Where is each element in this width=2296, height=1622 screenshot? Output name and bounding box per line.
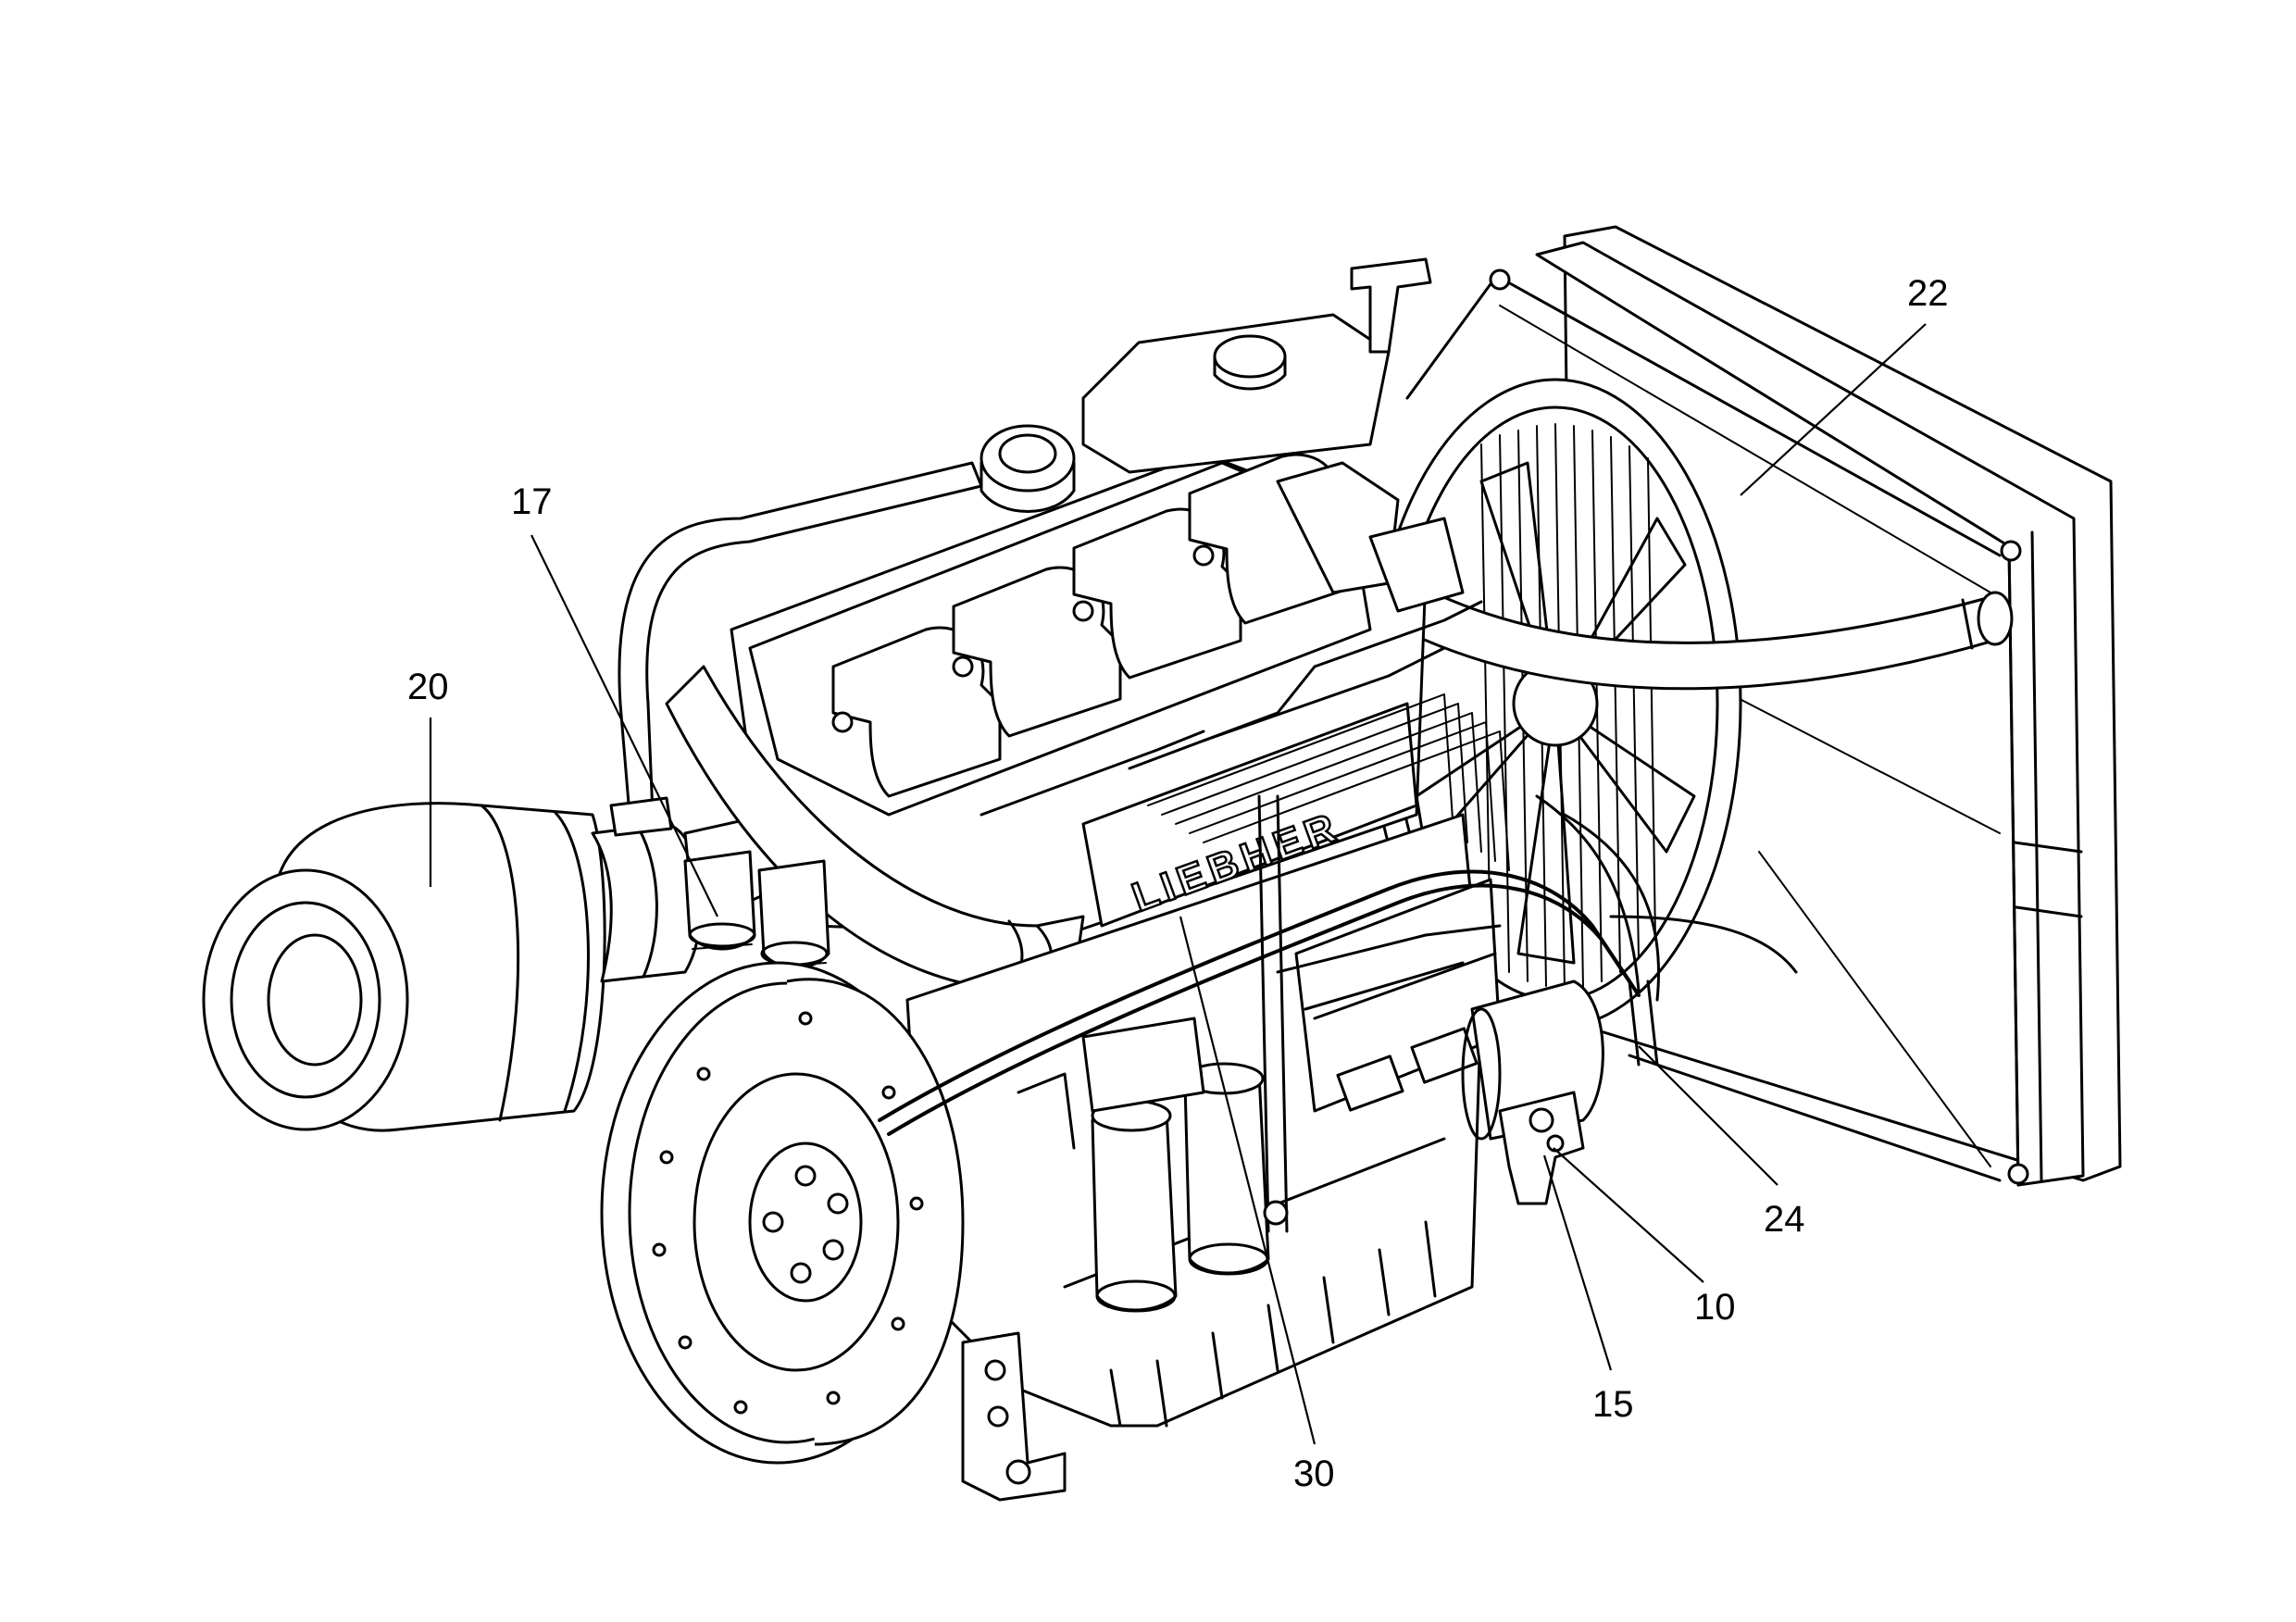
callout-17: 17 (511, 481, 553, 522)
thermostat-housing (1081, 257, 1432, 474)
leader-lines (429, 323, 1927, 1445)
air-filter (202, 794, 863, 1132)
wiring-harness (878, 794, 1798, 1233)
engine-mount-front (961, 1331, 1067, 1502)
flywheel (600, 961, 965, 1465)
callout-15: 15 (1592, 1384, 1634, 1425)
leader-10 (1553, 1147, 1704, 1283)
callout-24: 24 (1764, 1199, 1805, 1240)
cylinder-head: LIEBHER (730, 452, 1465, 937)
breather-tube (609, 424, 1076, 837)
callout-labels: 17 20 22 24 10 15 30 (407, 273, 1949, 1494)
injection-lines (980, 600, 1510, 871)
callout-22: 22 (1907, 273, 1949, 314)
fuel-filters (683, 850, 1270, 1313)
leader-17 (530, 534, 718, 917)
callout-30: 30 (1293, 1454, 1335, 1494)
leader-30 (1179, 916, 1316, 1445)
callout-10: 10 (1694, 1287, 1736, 1328)
callout-20: 20 (407, 667, 449, 707)
leader-15 (1542, 1154, 1613, 1371)
engine-block (905, 813, 1604, 1428)
leader-22 (1740, 323, 1927, 496)
leader-24 (1638, 1045, 1778, 1186)
